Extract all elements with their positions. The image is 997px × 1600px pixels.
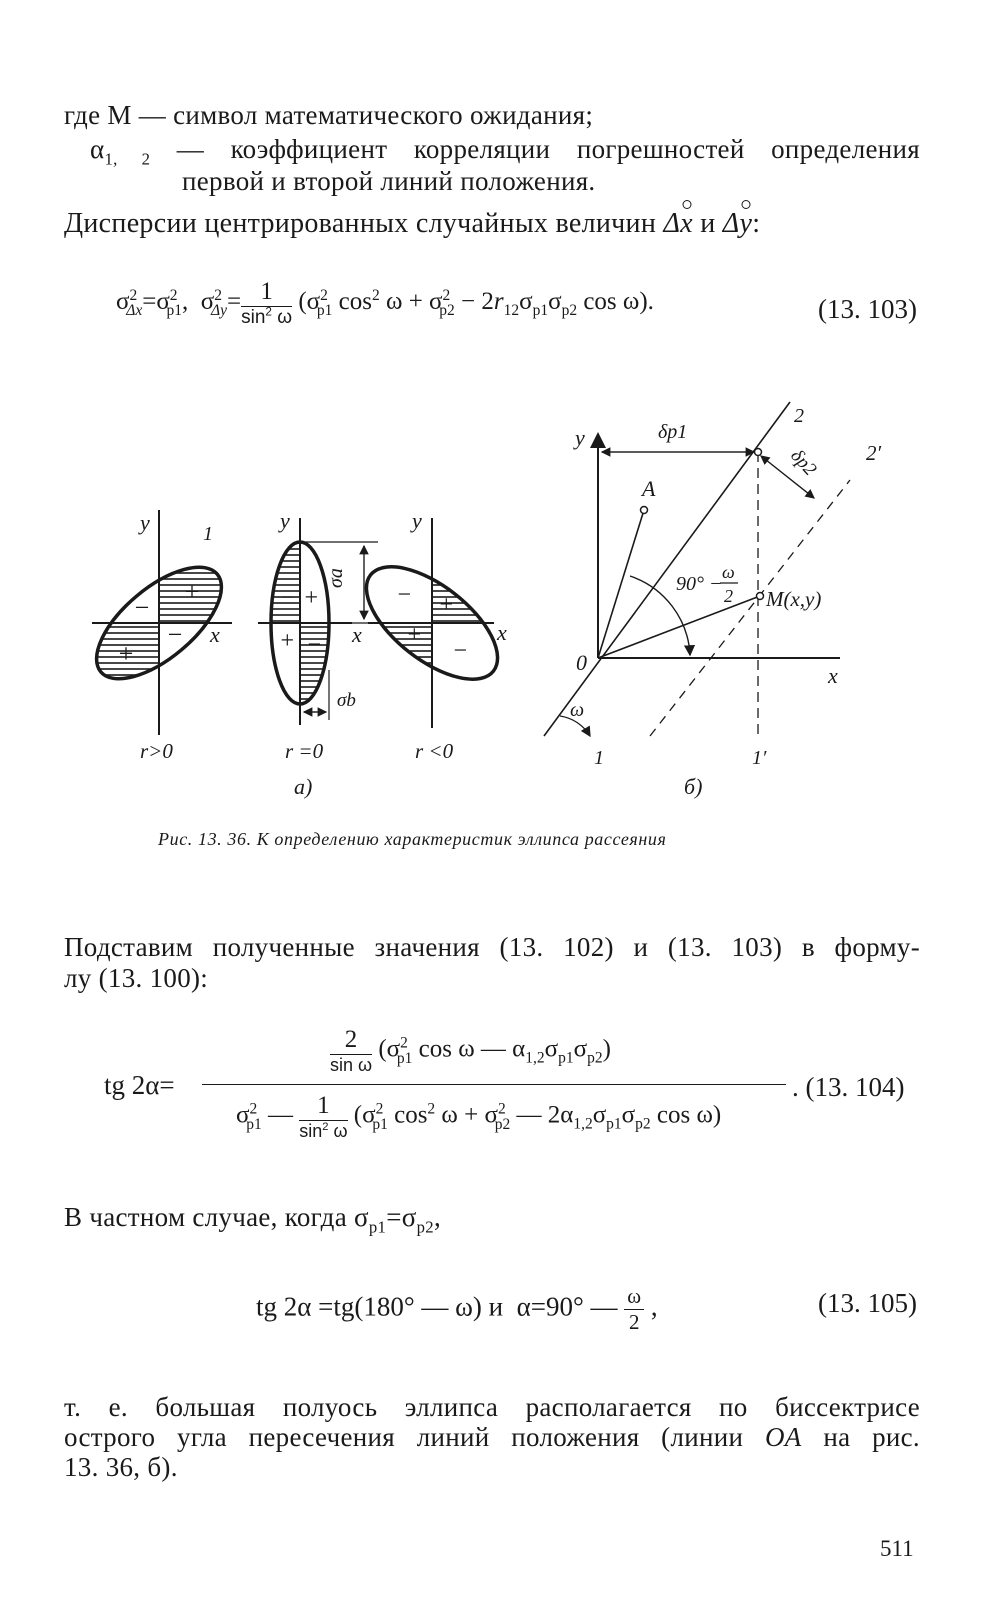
definition-alpha: α1, 2 — коэффициент корреляции погрешнос… (90, 134, 920, 169)
label-sigma-b: σb (337, 690, 356, 711)
alpha-subscript: 1, 2 (104, 149, 151, 169)
delta-p2-label: δp2 (786, 445, 821, 480)
axis-x-3: x (496, 620, 507, 645)
equation-number-13-104-text: (13. 104) (805, 1072, 905, 1102)
angle-omega: ω (722, 562, 735, 582)
definition-alpha-cont: первой и второй линий положения. (182, 166, 596, 196)
axis-x-b: x (827, 663, 838, 688)
page-number: 511 (880, 1536, 914, 1561)
equation-number-13-103: (13. 103) (818, 294, 917, 324)
conclusion-line-1: т. е. большая полуось эллипса располагае… (64, 1392, 920, 1422)
sign-plus: + (183, 577, 201, 606)
angle-label: 90° − (676, 573, 723, 595)
sign-plus: + (117, 639, 135, 668)
sign-minus: − (452, 638, 468, 664)
substitute-line-1: Подставим полученные значения (13. 102) … (64, 932, 920, 962)
point-a-label: A (640, 476, 656, 501)
substitute-line-2: лу (13. 100): (64, 963, 209, 993)
dispersion-intro-text: Дисперсии центрированных случайных велич… (64, 208, 657, 239)
part-a-label: а) (294, 774, 312, 799)
equation-13-104-bar (202, 1084, 786, 1085)
figure-13-36: y 1 x + − − + r>0 y x σa σb − + + − r =0… (80, 401, 882, 849)
line-2-label: 2 (794, 405, 804, 427)
definition-m: где M — символ математического ожидания; (64, 100, 594, 130)
sign-plus: + (438, 592, 454, 618)
figure-caption: Рис. 13. 36. К определению характеристик… (157, 829, 667, 849)
label-sigma-a: σa (325, 568, 347, 588)
label-r-zero: r =0 (285, 739, 324, 763)
axis-x-1: x (209, 622, 220, 647)
label-r-positive: r>0 (140, 739, 173, 763)
delta-p1-label: δp1 (658, 421, 687, 443)
omega-label: ω (570, 699, 584, 721)
axis-y-b: y (573, 425, 585, 450)
dispersion-intro: Дисперсии центрированных случайных велич… (64, 208, 761, 239)
ellipse-panel-negative: y x − + + − r <0 (355, 508, 517, 763)
label-r-negative: r <0 (415, 739, 454, 763)
special-case-lead: В частном случае, когда (64, 1202, 347, 1232)
axis-y-3: y (410, 508, 422, 533)
axis-y-1: y (138, 510, 150, 535)
equation-13-104-lhs: tg 2α= (104, 1070, 175, 1100)
part-b-label: б) (684, 774, 702, 799)
conclusion-line-3: 13. 36, б). (64, 1452, 178, 1482)
conclusion-line-2-text: острого угла пересечения линий положения… (64, 1422, 744, 1452)
line-2-prime-label: 2′ (866, 441, 882, 465)
conclusion-line-2-end: на рис. (801, 1422, 920, 1452)
ellipse-panel-zero: y x σa σb − + + − r =0 а) (258, 508, 378, 799)
sign-minus: − (306, 632, 322, 658)
mark-1: 1 (203, 523, 213, 545)
axis-y-2: y (278, 508, 290, 533)
alpha-definition-text: — коэффициент корреляции погрешностей оп… (150, 134, 920, 164)
sign-plus: + (303, 585, 319, 611)
alpha-symbol: α (90, 134, 105, 164)
point-m-label: M(x,y) (765, 587, 821, 611)
sign-minus: − (166, 620, 184, 649)
line-1-label: 1 (594, 747, 604, 769)
conclusion-line-2: острого угла пересечения линий положения… (64, 1422, 920, 1453)
origin-label: 0 (576, 650, 587, 675)
sign-minus: − (279, 585, 295, 611)
equation-number-13-105: (13. 105) (818, 1288, 917, 1318)
equation-number-13-104: . (13. 104) (792, 1072, 905, 1102)
ellipse-panel-positive: y 1 x + − − + r>0 (80, 510, 240, 763)
sign-plus: + (406, 622, 422, 648)
conclusion-oa: OA (765, 1422, 802, 1452)
sign-plus: + (279, 628, 295, 654)
position-lines-diagram: y x 0 A M(x,y) 90° − ω 2 δp1 δp2 ω 1 1′ … (543, 401, 882, 799)
special-case-text: В частном случае, когда σp1=σp2, (64, 1202, 442, 1237)
line-1-prime-label: 1′ (752, 747, 767, 769)
sign-minus: − (133, 593, 151, 622)
angle-two: 2 (724, 586, 733, 606)
axis-x-2: x (351, 622, 362, 647)
sign-minus: − (396, 582, 412, 608)
